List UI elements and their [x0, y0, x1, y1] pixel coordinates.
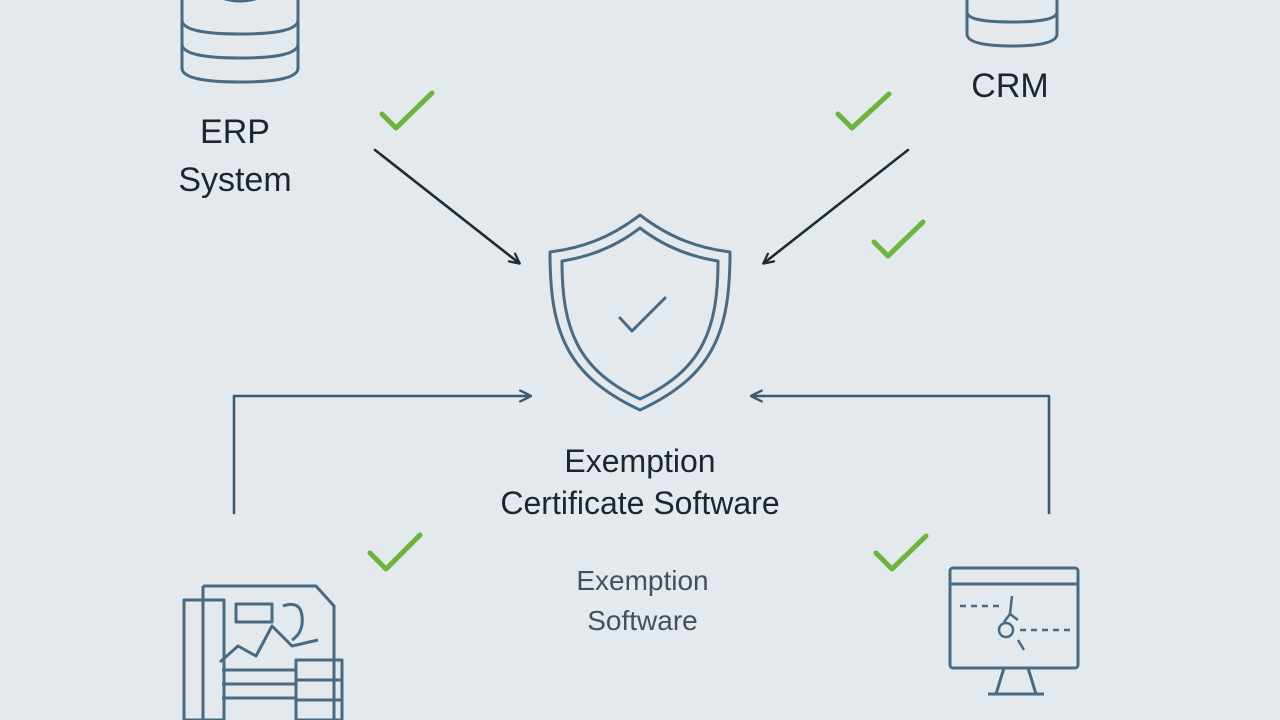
check-icon [367, 532, 423, 572]
erp-label-line1: ERP [200, 113, 270, 151]
check-icon [871, 219, 926, 259]
subtitle-line1: Exemption [576, 565, 709, 596]
subtitle-line2: Software [587, 605, 698, 636]
monitor-icon [948, 566, 1080, 696]
erp-system-label: ERP System [150, 108, 320, 204]
erp-label-line2: System [178, 161, 292, 199]
center-label-line1: Exemption [564, 443, 716, 479]
document-report-icon [182, 584, 344, 720]
arrow-erp-to-center [373, 148, 519, 263]
check-icon [873, 533, 929, 572]
connector-monitor-to-center [752, 396, 1051, 515]
check-icon [835, 91, 892, 131]
crm-database-icon [965, 0, 1059, 48]
arrow-crm-to-center [764, 148, 910, 263]
erp-database-icon [180, 0, 300, 84]
shield-check-icon [548, 213, 732, 412]
center-label-line2: Certificate Software [500, 485, 780, 521]
check-icon [379, 90, 435, 131]
center-node-label: Exemption Certificate Software [420, 440, 860, 524]
crm-label: CRM [971, 67, 1049, 105]
connector-documents-to-center [232, 396, 530, 515]
subtitle-label: Exemption Software [520, 561, 765, 641]
